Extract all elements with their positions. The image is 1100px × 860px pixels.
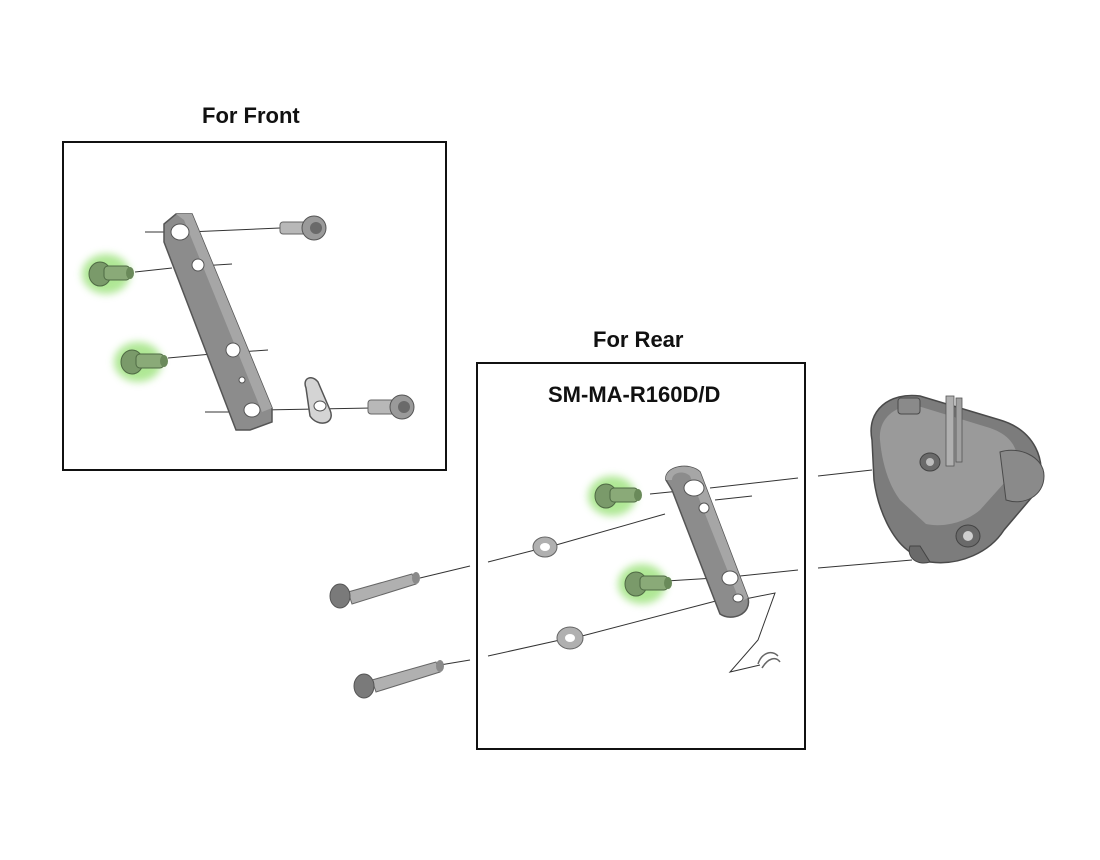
rear-frame — [476, 362, 806, 750]
front-assembly — [82, 213, 415, 431]
front-frame — [62, 141, 447, 471]
rear-highlighted-bolt-upper — [588, 476, 642, 516]
front-highlighted-bolt-lower — [114, 342, 168, 382]
rear-washer-lower — [556, 626, 584, 650]
rear-long-bolt-lower — [353, 660, 444, 699]
rear-assembly — [329, 394, 1045, 699]
rear-washer-upper — [532, 536, 558, 558]
rear-title: For Rear — [593, 327, 684, 352]
rear-model-label: SM-MA-R160D/D — [548, 382, 721, 407]
rear-adapter-plate — [665, 465, 750, 618]
front-adapter-bracket — [163, 213, 273, 431]
front-mounting-bolt-top — [279, 215, 327, 241]
rear-highlighted-bolt-lower — [618, 564, 672, 604]
rear-long-bolt-upper — [329, 572, 420, 609]
brake-caliper — [870, 394, 1045, 564]
rear-leader-lines — [419, 469, 913, 673]
front-highlighted-bolt-upper — [82, 254, 134, 294]
front-hose-clip — [304, 377, 332, 424]
rear-hose-clip — [757, 651, 781, 669]
front-title: For Front — [202, 103, 300, 128]
front-mounting-bolt-bottom — [367, 394, 415, 420]
